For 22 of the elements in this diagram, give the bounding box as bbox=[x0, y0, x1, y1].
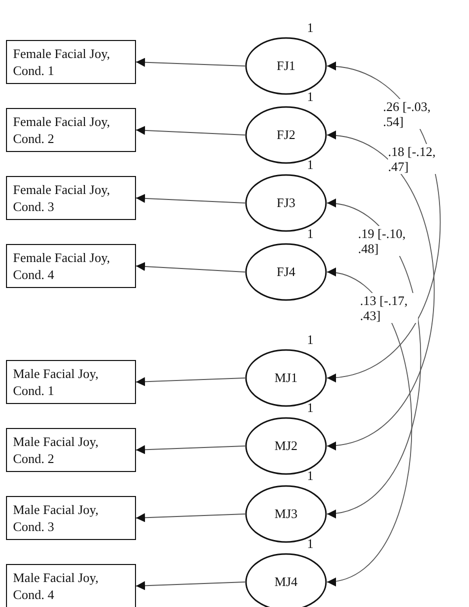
indicator-box: Male Facial Joy, Cond. 3 bbox=[6, 496, 136, 540]
latent-ellipse: FJ4 bbox=[245, 243, 327, 301]
loading-arrow bbox=[136, 581, 246, 590]
indicator-box: Male Facial Joy, Cond. 2 bbox=[6, 428, 136, 472]
loading-arrow bbox=[136, 126, 246, 136]
loading-arrow bbox=[136, 445, 246, 454]
indicator-box: Female Facial Joy, Cond. 1 bbox=[6, 40, 136, 84]
indicator-box: Female Facial Joy, Cond. 2 bbox=[6, 108, 136, 152]
loading-arrow bbox=[136, 262, 246, 272]
indicator-box: Male Facial Joy, Cond. 1 bbox=[6, 360, 136, 404]
covariance-arrow bbox=[326, 270, 412, 584]
variance-label: 1 bbox=[307, 20, 314, 36]
indicator-box: Female Facial Joy, Cond. 4 bbox=[6, 244, 136, 288]
edge-label: .13 [-.17, .43] bbox=[360, 293, 418, 323]
loading-arrow bbox=[136, 194, 246, 204]
loading-arrow bbox=[136, 513, 246, 522]
loading-arrow bbox=[136, 377, 246, 386]
loading-arrow bbox=[136, 58, 246, 67]
variance-label: 1 bbox=[307, 332, 314, 348]
indicator-box: Male Facial Joy, Cond. 4 bbox=[6, 564, 136, 607]
covariance-arrow bbox=[326, 132, 435, 449]
indicator-box: Female Facial Joy, Cond. 3 bbox=[6, 176, 136, 220]
